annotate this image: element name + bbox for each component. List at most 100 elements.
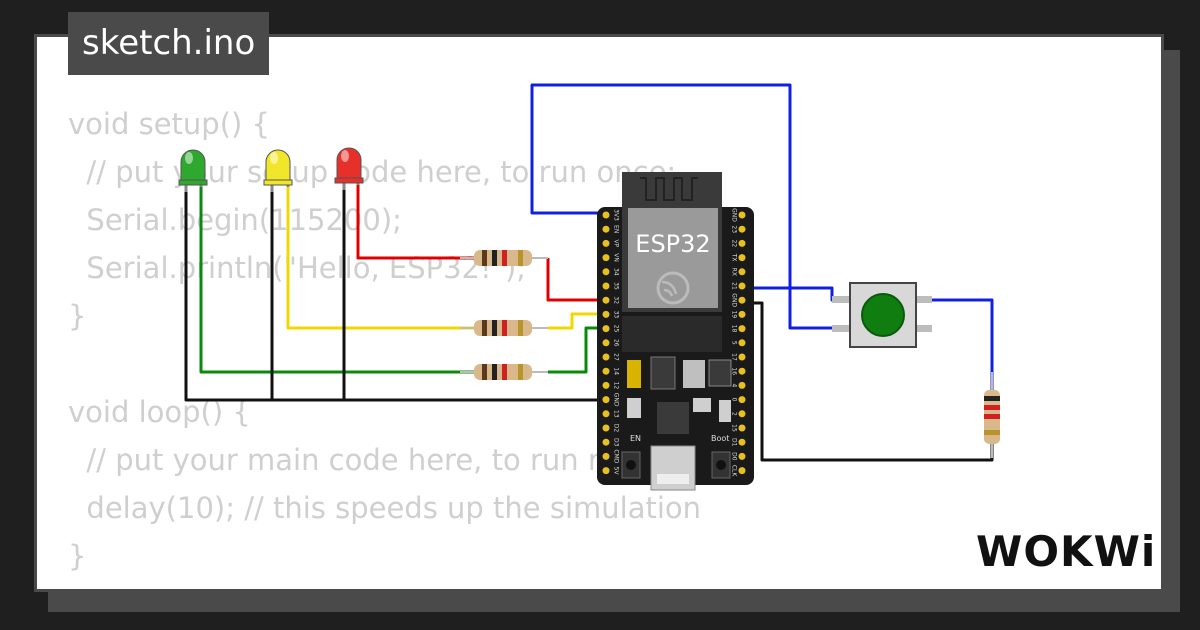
resistor-horizontal <box>460 364 548 380</box>
header-pin[interactable] <box>602 424 610 432</box>
led-red[interactable] <box>334 147 364 190</box>
leds <box>178 147 364 192</box>
resistor-horizontal <box>460 320 548 336</box>
wire-black-led-gnd[interactable] <box>184 178 606 402</box>
wire-blue-3v3[interactable] <box>530 83 848 330</box>
header-pin[interactable] <box>738 310 746 318</box>
header-pin[interactable] <box>602 452 610 460</box>
header-pin[interactable] <box>602 396 610 404</box>
header-pin[interactable] <box>602 410 610 418</box>
resistors <box>460 250 548 380</box>
usb-uart-chip <box>657 402 689 434</box>
header-pin[interactable] <box>602 211 610 219</box>
pin-label: 33 <box>613 311 620 319</box>
header-pin[interactable] <box>738 353 746 361</box>
pin-label: 4 <box>731 383 738 387</box>
pin-label: 19 <box>731 311 738 319</box>
header-pin[interactable] <box>602 239 610 247</box>
pin-label: 3V3 <box>613 209 620 221</box>
header-pin[interactable] <box>602 254 610 262</box>
header-pin[interactable] <box>738 239 746 247</box>
pin-label: 5 <box>731 341 738 345</box>
header-pin[interactable] <box>738 282 746 290</box>
pin-label: 23 <box>731 225 738 233</box>
led-yellow[interactable] <box>263 149 293 192</box>
header-pin[interactable] <box>738 452 746 460</box>
header-pin[interactable] <box>738 396 746 404</box>
pin-label: 2 <box>731 412 738 416</box>
pin-label: 34 <box>613 268 620 276</box>
pin-label: CLK <box>731 465 738 478</box>
header-pin[interactable] <box>738 254 746 262</box>
header-pin[interactable] <box>738 381 746 389</box>
header-pin[interactable] <box>738 296 746 304</box>
header-pin[interactable] <box>602 296 610 304</box>
pin-label: 16 <box>731 367 738 375</box>
header-pin[interactable] <box>738 339 746 347</box>
header-pin[interactable] <box>602 268 610 276</box>
pin-label: GND <box>731 293 738 307</box>
code-editor[interactable]: void setup() { // put your setup code he… <box>68 100 752 580</box>
wire-yellow-led[interactable] <box>286 185 606 330</box>
pin-label: 22 <box>731 240 738 248</box>
esp32-label: ESP32 <box>635 230 710 258</box>
header-pin[interactable] <box>738 211 746 219</box>
pin-label: CMD <box>613 449 620 463</box>
pin-label: RX <box>731 268 738 276</box>
header-pin[interactable] <box>738 424 746 432</box>
header-pin[interactable] <box>738 268 746 276</box>
pin-label: GND <box>731 208 738 222</box>
pin-label: 14 <box>613 367 620 375</box>
pin-label: D2 <box>613 424 620 433</box>
wire-green-led[interactable] <box>199 185 606 374</box>
left-header-pins: 3V3ENVPVN343532332526271412GND13D2D3CMD5… <box>602 209 620 475</box>
code-line: void setup() { <box>68 107 270 141</box>
pin-label: 17 <box>731 353 738 361</box>
header-pin[interactable] <box>602 467 610 475</box>
pin-label: 13 <box>613 410 620 418</box>
header-pin[interactable] <box>602 282 610 290</box>
header-pin[interactable] <box>602 381 610 389</box>
header-pin[interactable] <box>738 467 746 475</box>
header-pin[interactable] <box>738 225 746 233</box>
header-pin[interactable] <box>738 410 746 418</box>
push-button[interactable] <box>832 282 932 348</box>
resistor-horizontal <box>460 250 548 266</box>
pin-label: 32 <box>613 296 620 304</box>
pin-label: VP <box>613 240 620 248</box>
antenna-icon <box>640 177 698 201</box>
header-pin[interactable] <box>602 225 610 233</box>
pin-label: 18 <box>731 325 738 333</box>
led-green[interactable] <box>178 149 208 192</box>
pin-label: GND <box>613 393 620 407</box>
wire-red-led[interactable] <box>356 170 606 302</box>
header-pin[interactable] <box>602 367 610 375</box>
header-pin[interactable] <box>738 325 746 333</box>
pin-label: 25 <box>613 325 620 333</box>
esp32-shield <box>628 208 718 308</box>
esp32-board[interactable]: ESP32 EN Boot 3V3ENVPVN34353233252627141… <box>597 172 754 491</box>
pin-label: D1 <box>731 438 738 447</box>
en-label: EN <box>630 434 641 443</box>
pin-label: TX <box>731 253 738 262</box>
pin-label: 26 <box>613 339 620 347</box>
wire-blue-button-resistor[interactable] <box>930 298 994 392</box>
code-line: Serial.begin(115200); <box>68 203 402 237</box>
code-line: delay(10); // this speeds up the simulat… <box>68 491 702 525</box>
header-pin[interactable] <box>602 339 610 347</box>
button-cap[interactable] <box>861 293 905 337</box>
pin-label: D0 <box>731 452 738 461</box>
header-pin[interactable] <box>602 353 610 361</box>
resistor-vertical <box>984 372 1000 458</box>
pin-label: 35 <box>613 282 620 290</box>
header-pin[interactable] <box>738 438 746 446</box>
header-pin[interactable] <box>602 325 610 333</box>
filename-tab[interactable]: sketch.ino <box>68 12 270 75</box>
pin-label: D3 <box>613 438 620 447</box>
header-pin[interactable] <box>602 438 610 446</box>
header-pin[interactable] <box>602 310 610 318</box>
header-pin[interactable] <box>738 367 746 375</box>
wokwi-logo: WOKWi <box>976 527 1157 576</box>
